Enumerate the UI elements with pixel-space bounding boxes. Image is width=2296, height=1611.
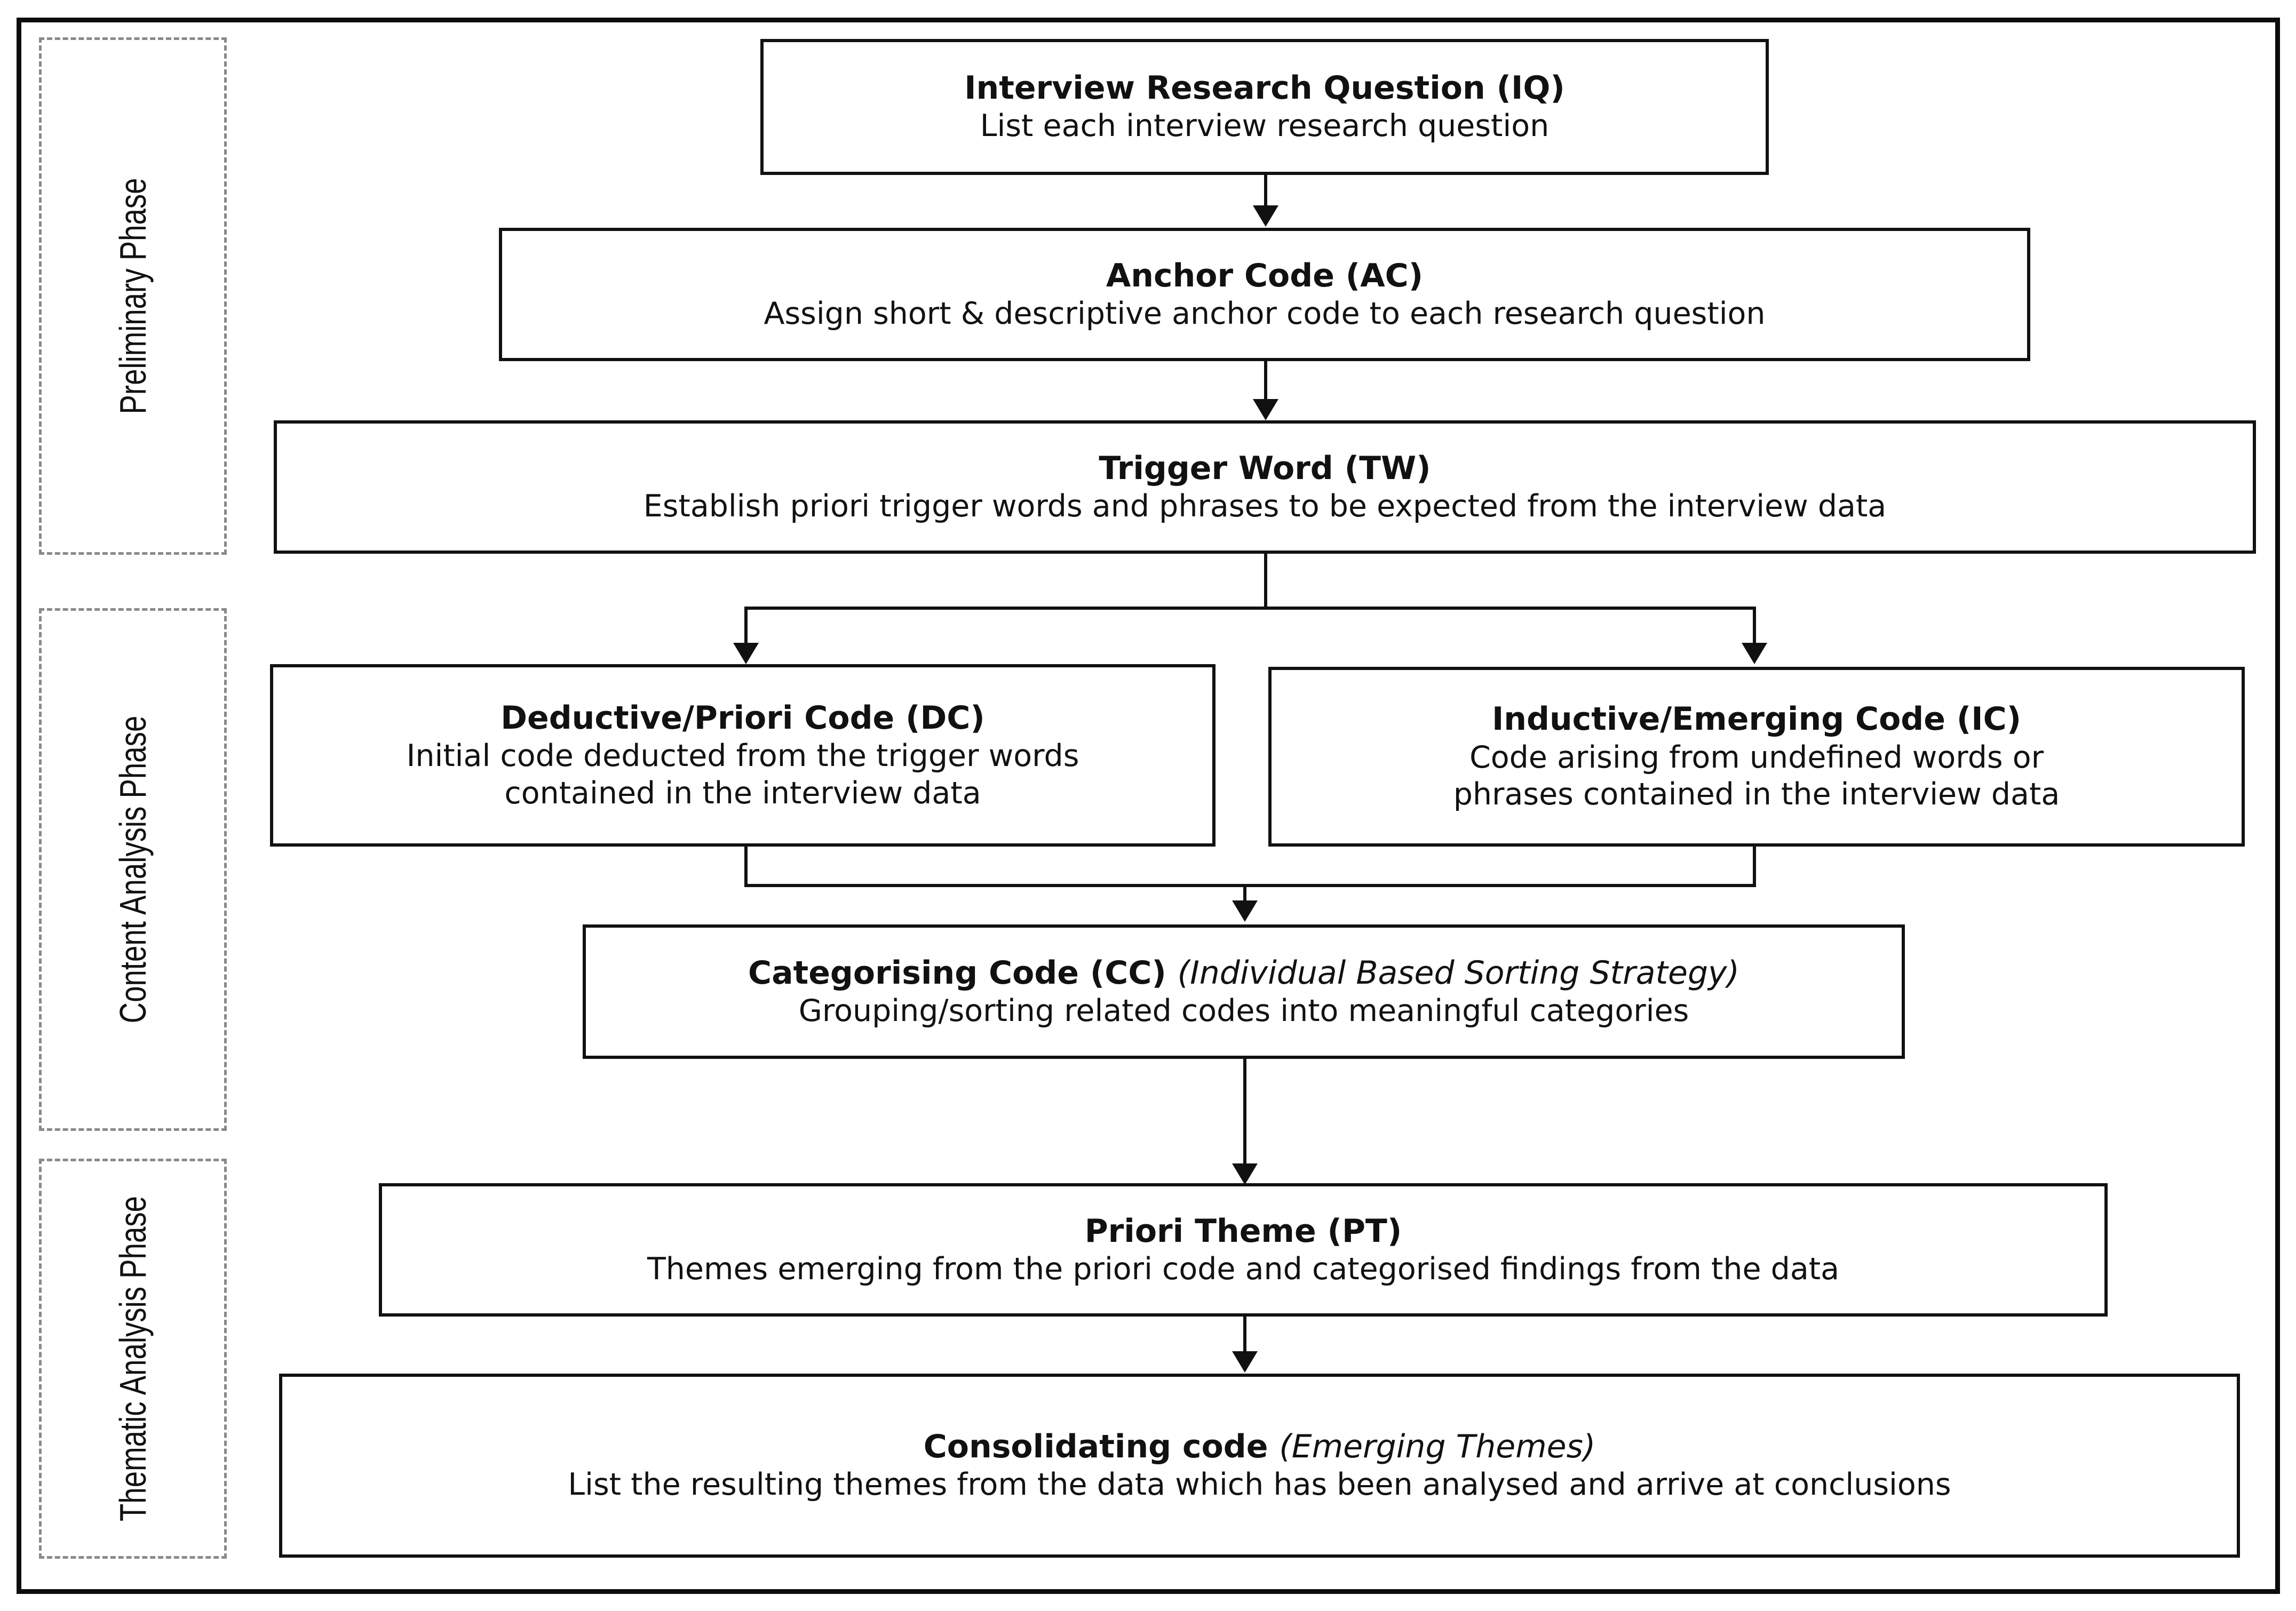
node-trigger-word: Trigger Word (TW) Establish priori trigg…: [274, 420, 2256, 554]
node-pt-description: Themes emerging from the priori code and…: [647, 1251, 1840, 1287]
node-ac-description: Assign short & descriptive anchor code t…: [764, 296, 1766, 331]
arrowhead-dc: [733, 643, 759, 664]
edge-tw-ic: [1266, 607, 1756, 647]
outer-frame: [17, 18, 2280, 1594]
node-ic-description-line-1: Code arising from undefined words or: [1469, 739, 2044, 775]
node-cons-title-note: (Emerging Themes): [1279, 1428, 1596, 1466]
arrowhead-ic: [1742, 643, 1767, 664]
phase-frame-preliminary: [39, 37, 227, 555]
node-dc-title: Deductive/Priori Code (DC): [500, 699, 985, 737]
edge-ic-cc: [1245, 846, 1756, 887]
node-cons-description: List the resulting themes from the data …: [568, 1467, 1951, 1503]
node-anchor-code: Anchor Code (AC) Assign short & descript…: [499, 228, 2030, 361]
node-tw-description: Establish priori trigger words and phras…: [643, 488, 1887, 524]
node-priori-theme: Priori Theme (PT) Themes emerging from t…: [379, 1183, 2108, 1317]
node-iq-title: Interview Research Question (IQ): [964, 69, 1565, 107]
node-categorising-code: Categorising Code (CC) (Individual Based…: [583, 924, 1905, 1059]
node-cc-title-note: (Individual Based Sorting Strategy): [1177, 954, 1739, 992]
node-consolidating-code: Consolidating code (Emerging Themes) Lis…: [279, 1374, 2240, 1558]
node-pt-title: Priori Theme (PT): [1084, 1212, 1402, 1250]
arrowhead-pt: [1232, 1163, 1258, 1185]
node-interview-research-question: Interview Research Question (IQ) List ea…: [760, 39, 1769, 175]
arrowhead-cons: [1232, 1351, 1258, 1373]
node-tw-title: Trigger Word (TW): [1099, 449, 1431, 487]
node-inductive-emerging-code: Inductive/Emerging Code (IC) Code arisin…: [1268, 667, 2245, 847]
phase-frame-thematic: [39, 1159, 227, 1559]
edge-tw-dc: [744, 607, 1266, 647]
arrowhead-tw: [1253, 399, 1278, 420]
node-cc-title: Categorising Code (CC): [748, 954, 1166, 992]
arrowhead-cc: [1232, 900, 1258, 922]
node-cc-description: Grouping/sorting related codes into mean…: [798, 993, 1689, 1028]
edge-dc-cc: [744, 846, 1245, 887]
node-cc-title-line: Categorising Code (CC) (Individual Based…: [748, 954, 1739, 993]
node-cons-title-line: Consolidating code (Emerging Themes): [924, 1427, 1596, 1466]
node-ic-title: Inductive/Emerging Code (IC): [1491, 700, 2022, 738]
phase-frame-content: [39, 608, 227, 1131]
node-dc-description-line-2: contained in the interview data: [504, 775, 981, 811]
node-dc-description-line-1: Initial code deducted from the trigger w…: [406, 738, 1079, 774]
node-cons-title: Consolidating code: [923, 1428, 1268, 1466]
node-ac-title: Anchor Code (AC): [1106, 257, 1424, 294]
node-ic-description-line-2: phrases contained in the interview data: [1453, 777, 2060, 812]
arrowhead-ac: [1253, 205, 1278, 227]
node-deductive-priori-code: Deductive/Priori Code (DC) Initial code …: [270, 664, 1215, 847]
node-iq-description: List each interview research question: [980, 108, 1550, 144]
